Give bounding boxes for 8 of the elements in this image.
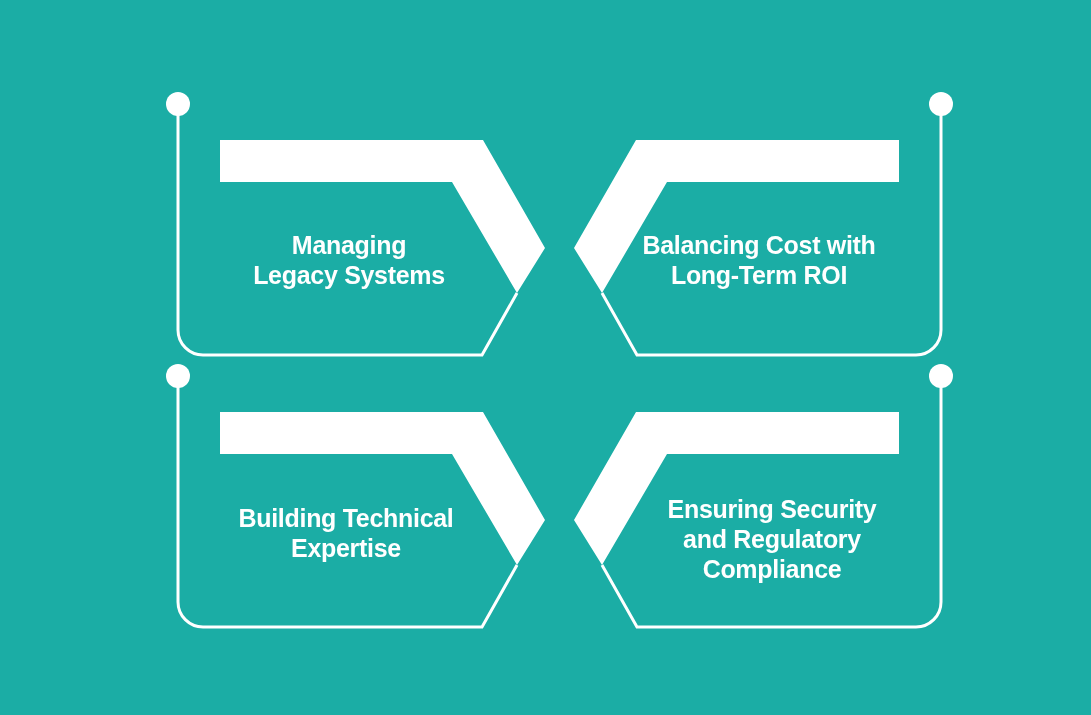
chevron-card — [572, 364, 953, 630]
card-title: Balancing Cost with Long-Term ROI — [641, 230, 877, 290]
chevron-card — [572, 92, 953, 358]
card-title: Ensuring Security and Regulatory Compliance — [667, 494, 877, 584]
chevron-card — [166, 92, 547, 358]
card-title: Managing Legacy Systems — [252, 230, 446, 290]
chevron-card — [166, 364, 547, 630]
card-title: Building Technical Expertise — [238, 503, 454, 563]
